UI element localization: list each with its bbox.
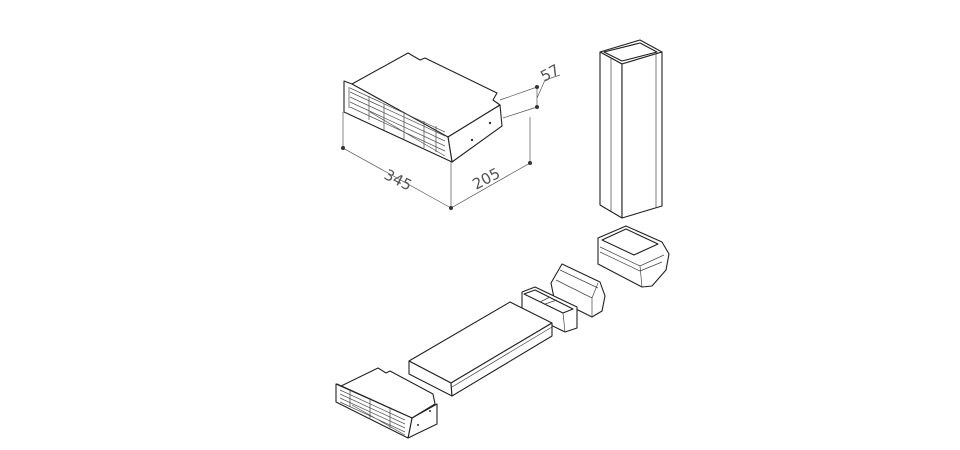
dimension-height-label: 57 [537,61,562,86]
channel-connector [550,263,606,318]
vertical-duct [599,39,663,219]
duct-elbow [597,225,670,288]
grille-slats-bottom [339,389,406,436]
plinth-fan-unit [335,367,438,439]
flat-duct [408,301,553,397]
straight-connector [521,286,578,333]
dimension-width-label: 345 [381,166,415,195]
grille-slats [349,87,446,157]
plinth-fan-unit-dimensioned: 345 205 57 [341,52,563,210]
dimension-depth-label: 205 [469,164,503,193]
